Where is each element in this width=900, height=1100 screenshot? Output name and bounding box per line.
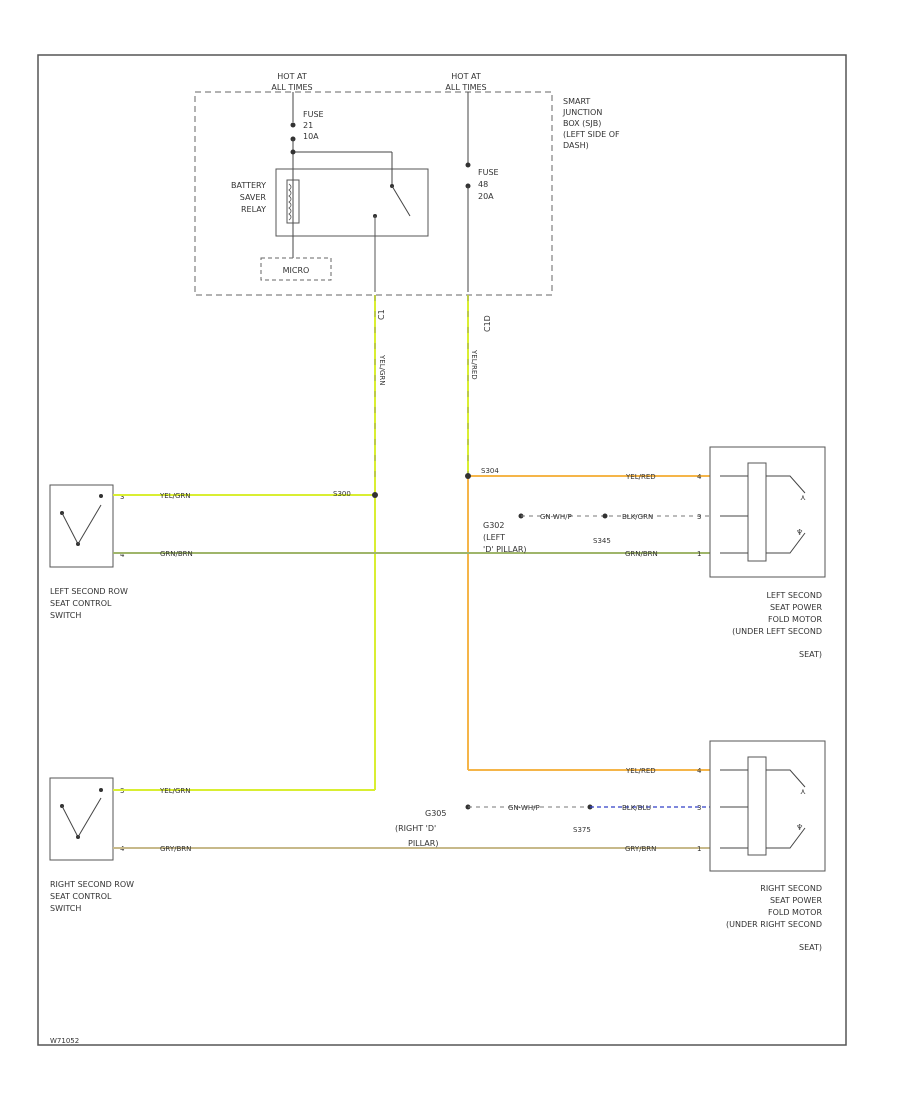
- left-switch-pin-4: 4: [120, 551, 125, 559]
- fuse1-label-1: FUSE: [303, 110, 324, 119]
- right-motor-pin-1: 1: [697, 845, 701, 853]
- label-yel-red-vertical: YEL/RED: [470, 349, 478, 380]
- splice-s375: S375: [573, 826, 591, 834]
- left-motor-icon-top: ⋏: [800, 493, 806, 502]
- connector-c1d-right: C1D: [483, 315, 492, 332]
- label-yel-grn-vertical: YEL/GRN: [378, 354, 386, 385]
- relay-label-3: RELAY: [241, 205, 266, 214]
- splice-s300: S300: [333, 490, 351, 498]
- label-gn-wh-left: GN-WH/P: [540, 513, 572, 521]
- micro-module: [260, 257, 332, 281]
- right-motor-icon-bottom: ♆: [796, 823, 803, 832]
- smart-junction-box: HOT AT ALL TIMES HOT AT ALL TIMES SMART …: [194, 72, 620, 332]
- left-motor-label-4: (UNDER LEFT SECOND: [732, 627, 822, 636]
- right-motor-box: [709, 740, 826, 872]
- left-switch-label-2: SEAT CONTROL: [50, 599, 112, 608]
- label-blk-blu: BLK/BLU: [622, 804, 651, 812]
- left-motor-label-5: SEAT): [799, 650, 822, 659]
- left-motor-box: [709, 446, 826, 578]
- hot-at-label-left-2: ALL TIMES: [271, 83, 312, 92]
- fuse2-label-1: FUSE: [478, 168, 499, 177]
- fuse1-label-2: 21: [303, 121, 313, 130]
- label-gn-wh-right: GN-WH/P: [508, 804, 540, 812]
- fuse1-label-3: 10A: [303, 132, 319, 141]
- sjb-label-1: SMART: [563, 97, 590, 106]
- left-motor-pin-1: 1: [697, 550, 701, 558]
- hot-at-label-left: HOT AT: [277, 72, 307, 81]
- relay-label-2: SAVER: [240, 193, 267, 202]
- left-second-row-switch: 3 4 LEFT SECOND ROW SEAT CONTROL SWITCH: [49, 484, 128, 620]
- ground-right-label-2: (RIGHT 'D': [395, 824, 436, 833]
- sjb-label-5: DASH): [563, 141, 589, 150]
- right-seat-fold-motor: 4 3 1 ⋏ ♆ RIGHT SECOND SEAT POWER FOLD M…: [697, 740, 826, 952]
- right-switch-label-3: SWITCH: [50, 904, 81, 913]
- ground-right-label-1: G305: [425, 809, 446, 818]
- label-yel-red-right-motor: YEL/RED: [625, 767, 656, 775]
- label-grn-brn-right: GRN/BRN: [625, 550, 658, 558]
- left-motor-label-3: FOLD MOTOR: [768, 615, 822, 624]
- ground-left-label-3: 'D' PILLAR): [483, 545, 527, 554]
- right-switch-label-2: SEAT CONTROL: [50, 892, 112, 901]
- fuse2-label-3: 20A: [478, 192, 494, 201]
- label-gry-brn-left: GRY/BRN: [160, 845, 191, 853]
- left-switch-pin-3: 3: [120, 493, 124, 501]
- splice-s304: S304: [481, 467, 499, 475]
- relay-label-1: BATTERY: [231, 181, 266, 190]
- battery-saver-relay: [275, 168, 429, 237]
- diagram-frame: [37, 54, 847, 1046]
- left-motor-pin-3: 3: [697, 513, 701, 521]
- hot-at-label-right: HOT AT: [451, 72, 481, 81]
- left-switch-box: [49, 484, 114, 568]
- ground-left-label-1: G302: [483, 521, 504, 530]
- left-motor-label-2: SEAT POWER: [770, 603, 823, 612]
- right-motor-icon-top: ⋏: [800, 787, 806, 796]
- relay-coil: [286, 179, 300, 224]
- left-switch-label-3: SWITCH: [50, 611, 81, 620]
- right-motor-pin-3: 3: [697, 804, 701, 812]
- sjb-label-4: (LEFT SIDE OF: [563, 130, 620, 139]
- right-motor-label-5: SEAT): [799, 943, 822, 952]
- connector-c1-left: C1: [377, 309, 386, 320]
- sjb-label-3: BOX (SJB): [563, 119, 601, 128]
- left-motor-icon-bottom: ♆: [796, 528, 803, 537]
- left-switch-label-1: LEFT SECOND ROW: [50, 587, 128, 596]
- right-switch-box: [49, 777, 114, 861]
- label-yel-red-left-motor: YEL/RED: [625, 473, 656, 481]
- label-yel-grn-left: YEL/GRN: [159, 492, 190, 500]
- right-motor-label-1: RIGHT SECOND: [760, 884, 822, 893]
- hot-at-label-right-2: ALL TIMES: [445, 83, 486, 92]
- micro-label: MICRO: [283, 266, 310, 275]
- left-motor-pin-4: 4: [697, 473, 702, 481]
- label-yel-grn-right: YEL/GRN: [159, 787, 190, 795]
- right-motor-body: [747, 756, 767, 856]
- ground-right-label-3: PILLAR): [408, 839, 438, 848]
- sjb-label-2: JUNCTION: [562, 108, 602, 117]
- right-second-row-switch: 3 4 RIGHT SECOND ROW SEAT CONTROL SWITCH: [49, 777, 134, 913]
- left-motor-label-1: LEFT SECOND: [766, 591, 822, 600]
- right-switch-label-1: RIGHT SECOND ROW: [50, 880, 134, 889]
- ground-left-label-2: (LEFT: [483, 533, 505, 542]
- right-motor-label-2: SEAT POWER: [770, 896, 823, 905]
- splice-s345: S345: [593, 537, 611, 545]
- fuse2-label-2: 48: [478, 180, 488, 189]
- label-grn-brn-left: GRN/BRN: [160, 550, 193, 558]
- label-gry-brn-right: GRY/BRN: [625, 845, 656, 853]
- diagram-code: W71052: [50, 1037, 79, 1045]
- left-motor-body: [747, 462, 767, 562]
- right-motor-label-3: FOLD MOTOR: [768, 908, 822, 917]
- right-motor-pin-4: 4: [697, 767, 702, 775]
- label-blk-grn: BLK/GRN: [622, 513, 653, 521]
- left-seat-fold-motor: 4 3 1 ⋏ ♆ LEFT SECOND SEAT POWER FOLD MO…: [697, 446, 826, 659]
- right-motor-label-4: (UNDER RIGHT SECOND: [726, 920, 822, 929]
